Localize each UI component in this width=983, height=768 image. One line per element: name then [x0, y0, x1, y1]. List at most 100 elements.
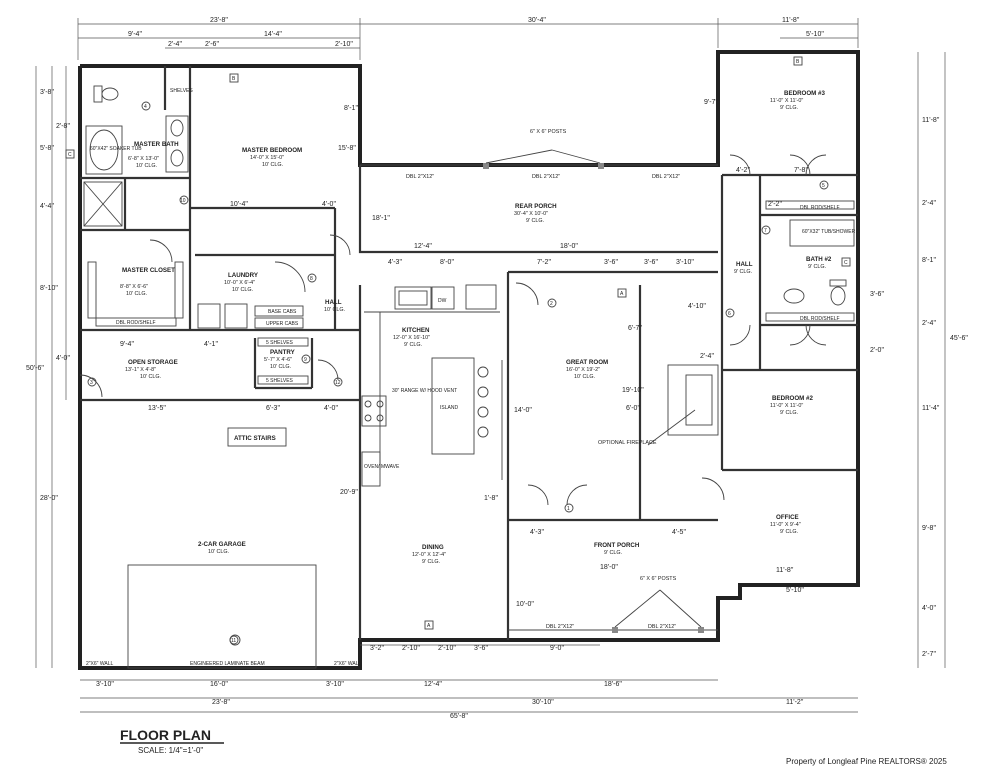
master-bedroom-size: 14'-0" X 15'-0" [250, 155, 284, 161]
dim-bot-18-6: 18'-6" [604, 681, 622, 688]
tag-5-1: 5 [822, 183, 825, 189]
island-label: ISLAND [440, 405, 458, 411]
pantry-shelves-top: 5 SHELVES [266, 340, 294, 346]
dim-bot-65-8: 65'-8" [450, 713, 468, 720]
dim-4-1: 4'-1" [204, 341, 218, 348]
inner-dimensions: 10'-4" 4'-0" 15'-8" 8'-1" 18'-1" 12'-4" … [120, 99, 884, 608]
dim-3-10: 3'-10" [676, 259, 694, 266]
dim-4-10: 4'-10" [688, 303, 706, 310]
open-storage-size: 13'-1" X 4'-8" [125, 367, 156, 373]
dim-9-7: 9'-7" [704, 99, 718, 106]
master-bath-name: MASTER BATH [134, 141, 179, 148]
bedroom2-size: 11'-0" X 11'-0" [770, 403, 803, 409]
tag-8-1: 8 [310, 276, 313, 282]
dim-19-10: 19'-10" [622, 387, 644, 394]
shelves-label: SHELVES [170, 88, 193, 94]
soaker-tub-label: 60"X42" SOAKER TUB [90, 146, 142, 152]
laundry-size: 10'-0" X 6'-4" [224, 280, 255, 286]
dim-top-2-6: 2'-6" [205, 41, 219, 48]
dining-size: 12'-0" X 12'-4" [412, 552, 446, 558]
dim-7-2: 7'-2" [537, 259, 551, 266]
dim-3-6c: 3'-6" [870, 291, 884, 298]
dim-bot2-9-0: 9'-0" [550, 645, 564, 652]
upper-cabs-label: UPPER CABS [266, 321, 299, 327]
dim-18-1: 18'-1" [372, 215, 390, 222]
beam-rear-3: DBL 2"X12" [652, 174, 680, 180]
fixtures [83, 85, 855, 669]
beam-rear-2: DBL 2"X12" [532, 174, 560, 180]
dim-right-45-6: 45'-6" [950, 335, 968, 342]
rear-porch-name: REAR PORCH [515, 203, 557, 210]
master-bedroom-name: MASTER BEDROOM [242, 147, 302, 154]
wall-label-right: 2"X6" WALL [334, 661, 361, 667]
dim-8-1: 8'-1" [344, 105, 358, 112]
dim-4-0b: 4'-0" [324, 405, 338, 412]
great-room-name: GREAT ROOM [566, 359, 608, 366]
exterior-walls [78, 50, 860, 670]
tag-c-2: C [844, 260, 848, 266]
dim-left-4-4: 4'-4" [40, 203, 54, 210]
notes: 6" X 6" POSTS 6" X 6" POSTS DBL 2"X12" D… [86, 88, 840, 667]
dim-top-23-8: 23'-8" [210, 17, 228, 24]
kitchen-size: 12'-0" X 16'-10" [393, 335, 430, 341]
dim-6-0: 6'-0" [626, 405, 640, 412]
dim-bot-23-8: 23'-8" [212, 699, 230, 706]
dim-bot-3-10b: 3'-10" [326, 681, 344, 688]
pantry-clg: 10' CLG. [270, 364, 291, 370]
dim-9-4: 9'-4" [120, 341, 134, 348]
plan-title: FLOOR PLAN [120, 727, 211, 743]
rear-porch-size: 30'-4" X 10'-0" [514, 211, 548, 217]
front-porch-clg: 9' CLG. [604, 550, 622, 556]
great-room-size: 16'-0" X 19'-2" [566, 367, 600, 373]
dim-4-0a: 4'-0" [322, 201, 336, 208]
master-bath-clg: 10' CLG. [136, 163, 157, 169]
dim-left-8-10: 8'-10" [40, 285, 58, 292]
dim-4-3b: 4'-3" [530, 529, 544, 536]
laundry-name: LAUNDRY [228, 272, 259, 279]
master-closet-clg: 10' CLG. [126, 291, 147, 297]
dim-3-6a: 3'-6" [604, 259, 618, 266]
bedroom3-name: BEDROOM #3 [784, 90, 825, 97]
dim-bot2-3-6: 3'-6" [474, 645, 488, 652]
pantry-shelves-bottom: 5 SHELVES [266, 378, 294, 384]
bath2-clg: 9' CLG. [808, 264, 826, 270]
tag-10-1: 10 [180, 198, 186, 204]
beam-label: ENGINEERED LAMINATE BEAM [190, 661, 265, 667]
dim-10-0: 10'-0" [516, 601, 534, 608]
dim-10-4: 10'-4" [230, 201, 248, 208]
tag-c-1: C [68, 152, 72, 158]
tag-markers: B B C C A A 4 5 6 7 8 9 10 11 12 1 2 3 [65, 56, 851, 645]
rear-porch-clg: 9' CLG. [526, 218, 544, 224]
dim-20-9: 20'-9" [340, 489, 358, 496]
dim-13-5: 13'-5" [148, 405, 166, 412]
base-cabs-label: BASE CABS [268, 309, 297, 315]
dim-right-11-8: 11'-8" [922, 117, 940, 124]
dim-left-28-0: 28'-0" [40, 495, 58, 502]
dining-clg: 9' CLG. [422, 559, 440, 565]
doors [79, 154, 827, 506]
tag-3-1: 3 [90, 380, 93, 386]
master-bath-size: 6'-8" X 13'-0" [128, 156, 159, 162]
dim-right-9-8: 9'-8" [922, 525, 936, 532]
dim-top-5-10: 5'-10" [806, 31, 824, 38]
dim-7-8: 7'-8" [794, 167, 808, 174]
dim-right-4-0: 4'-0" [922, 605, 936, 612]
dim-right-11-4: 11'-4" [922, 405, 940, 412]
pantry-size: 5'-7" X 4'-6" [264, 357, 292, 363]
tag-2-1: 2 [550, 301, 553, 307]
dim-top-14-4: 14'-4" [264, 31, 282, 38]
front-posts-label: 6" X 6" POSTS [640, 576, 677, 582]
front-porch-name: FRONT PORCH [594, 542, 640, 549]
laundry-clg: 10' CLG. [232, 287, 253, 293]
bath2-rod-label-top: DBL ROD/SHELF [800, 205, 840, 211]
room-labels: MASTER BEDROOM 14'-0" X 15'-0" 10' CLG. … [90, 90, 856, 565]
dim-bot2-3-2: 3'-2" [370, 645, 384, 652]
top-dimensions: 23'-8" 30'-4" 11'-8" 9'-4" 14'-4" 5'-10"… [77, 17, 859, 60]
dim-top-30-4: 30'-4" [528, 17, 546, 24]
beam-front-2: DBL 2"X12" [648, 624, 676, 630]
master-bedroom-clg: 10' CLG. [262, 162, 283, 168]
dim-top-9-4: 9'-4" [128, 31, 142, 38]
dim-right-2-7: 2'-7" [922, 651, 936, 658]
office-name: OFFICE [776, 514, 799, 521]
plan-scale: SCALE: 1/4"=1'-0" [138, 746, 203, 755]
